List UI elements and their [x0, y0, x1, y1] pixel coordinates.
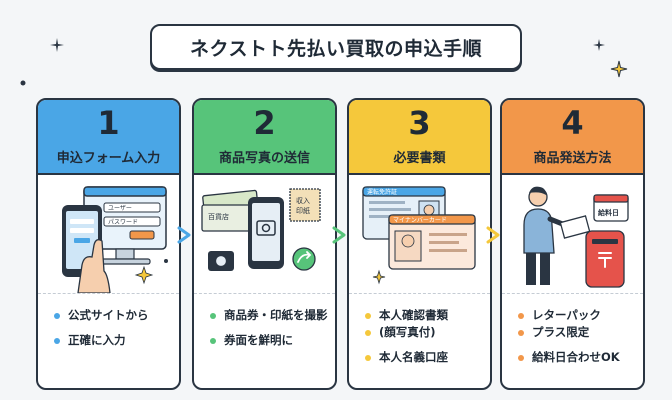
arrow-right-icon: [486, 226, 500, 244]
step-bullets: レターパック プラス限定 給料日合わせOK: [502, 294, 643, 365]
license-label: 運転免許証: [367, 188, 397, 196]
step-number: 3: [408, 104, 431, 142]
step-card-1: 1 申込フォーム入力 ユーザー パスワード 公式サイトから 正確に入力: [36, 98, 181, 390]
page-title: ネクストト先払い買取の申込手順: [190, 37, 482, 60]
arrow-right-icon: [177, 226, 191, 244]
bullet-item: (顔写真付): [365, 325, 490, 340]
letter-pack-icon: [559, 215, 591, 239]
mynumber-label: マイナンバーカード: [393, 217, 447, 224]
step-card-2: 2 商品写真の送信 百貨店 収入 印紙 商品券・印紙を撮影 券面を鮮明に: [192, 98, 337, 390]
hand-icon: [77, 239, 111, 293]
step-bullets: 公式サイトから 正確に入力: [38, 294, 179, 348]
bullet-item: 公式サイトから: [54, 308, 179, 323]
dot-icon: [20, 80, 26, 86]
step-number: 2: [253, 104, 276, 142]
step-title: 必要書類: [393, 151, 446, 166]
sparkle-icon: [593, 39, 605, 51]
calendar-label: 給料日: [598, 208, 619, 217]
step-card-3: 3 必要書類 運転免許証 マイナンバーカード 本人確認書類 (顔写真付) 本人名…: [347, 98, 492, 390]
bullet-item: 正確に入力: [54, 333, 179, 348]
step-number: 1: [97, 104, 120, 142]
bullet-item: 本人確認書類: [365, 308, 490, 323]
step-bullets: 本人確認書類 (顔写真付) 本人名義口座: [349, 294, 490, 365]
form-illustration: ユーザー パスワード: [38, 175, 179, 294]
photo-illustration: 百貨店 収入 印紙: [194, 175, 335, 294]
step-title: 商品発送方法: [533, 151, 612, 166]
page-title-box: ネクストト先払い買取の申込手順: [150, 24, 522, 70]
bullet-item: 本人名義口座: [365, 350, 490, 365]
step-header: 1 申込フォーム入力: [38, 100, 179, 175]
stamp-line-1: 収入: [296, 197, 310, 205]
step-number: 4: [561, 104, 584, 142]
bullet-item: 給料日合わせOK: [518, 350, 643, 365]
bullet-item: レターパック: [518, 308, 643, 323]
step-header: 2 商品写真の送信: [194, 100, 335, 175]
step-bullets: 商品券・印紙を撮影 券面を鮮明に: [194, 294, 335, 348]
form-password-field: パスワード: [108, 219, 138, 226]
sparkle-icon: [50, 38, 64, 52]
bullet-item: プラス限定: [518, 325, 643, 340]
gift-card-label: 百貨店: [208, 212, 229, 221]
shipping-illustration: 給料日: [502, 175, 643, 294]
step-header: 3 必要書類: [349, 100, 490, 175]
bullet-item: 券面を鮮明に: [210, 333, 335, 348]
step-header: 4 商品発送方法: [502, 100, 643, 175]
documents-illustration: 運転免許証 マイナンバーカード: [349, 175, 490, 294]
stamp-line-2: 印紙: [296, 206, 310, 215]
revenue-stamp-icon: [289, 188, 321, 222]
sparkle-icon: [610, 60, 628, 78]
arrow-right-icon: [332, 226, 346, 244]
form-user-field: ユーザー: [108, 205, 132, 212]
step-card-4: 4 商品発送方法 給料日 レターパック プラス限定 給料日合わせOK: [500, 98, 645, 390]
bullet-item: 商品券・印紙を撮影: [210, 308, 335, 323]
step-title: 商品写真の送信: [218, 151, 310, 166]
send-icon: [292, 247, 316, 271]
step-title: 申込フォーム入力: [56, 151, 161, 166]
